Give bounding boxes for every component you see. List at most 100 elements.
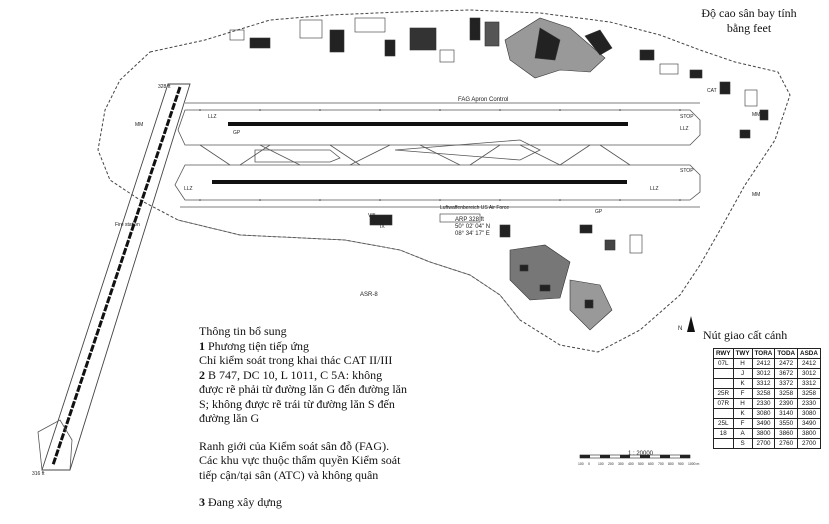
- runway-18-south-end: [37, 419, 73, 471]
- airport-boundary: [97, 9, 791, 353]
- us-airforce-label: Luftwaffenbereich US Air Force: [440, 205, 509, 211]
- llz-label-ne: LLZ: [680, 126, 689, 132]
- note-item-2-num: 2: [199, 367, 205, 382]
- table-cell: 3080: [797, 408, 821, 419]
- note-item-2-line-2: được rẽ phải từ đường lăn G đến đường lă…: [199, 382, 408, 396]
- scale-bar: [579, 454, 691, 459]
- table-cell: 3312: [797, 378, 821, 389]
- table-cell: 2390: [774, 398, 799, 409]
- scale-tick-label: 1000 m: [688, 462, 699, 466]
- scale-tick-label: 200: [608, 462, 614, 466]
- scale-tick-label: 900: [678, 462, 684, 466]
- gp-label-2: GP: [595, 209, 603, 215]
- intersection-title: Nút giao cất cánh: [703, 328, 788, 342]
- table-cell: 3550: [774, 418, 799, 429]
- table-cell: 2330: [751, 398, 776, 409]
- scale-tick-label: 0: [588, 462, 590, 466]
- table-cell: 3672: [774, 368, 799, 379]
- note-item-3-num: 3: [199, 495, 205, 509]
- north-arrow: [687, 316, 695, 332]
- table-cell: 2760: [774, 438, 799, 449]
- note-item-1-text: Chỉ kiểm soát trong khai thác CAT II/III: [199, 353, 393, 367]
- scale-tick-label: 100: [598, 462, 604, 466]
- asr-label: ASR-8: [360, 292, 378, 298]
- table-cell: 3312: [751, 378, 776, 389]
- table-cell: K: [732, 408, 753, 419]
- taxiway-system: [174, 102, 701, 208]
- mm-label-east: MM: [752, 112, 760, 118]
- north-label: N: [678, 326, 682, 332]
- table-cell: 07L: [713, 358, 734, 369]
- note-item-1-title: 1 Phương tiện tiếp ứng: [199, 338, 310, 353]
- runway-07l-25r: [228, 122, 628, 126]
- scale-tick-label: 500: [638, 462, 644, 466]
- perimeter-road: [177, 219, 521, 321]
- table-cell: S: [732, 438, 753, 449]
- arp-line-2: 50° 02' 04" N: [455, 224, 490, 230]
- note-item-2-line-3: S; không được rẽ trái từ đường lăn S đến: [199, 396, 395, 411]
- scale-tick-label: 600: [648, 462, 654, 466]
- table-cell: 2700: [797, 438, 821, 449]
- mm-label-east-2: MM: [752, 192, 760, 198]
- scale-tick-label: 800: [668, 462, 674, 466]
- col-asda: ASDA: [797, 348, 821, 359]
- taxi-lights: [199, 109, 681, 201]
- table-cell: 3490: [797, 418, 821, 429]
- arp-line-3: 08° 34' 17" E: [455, 231, 490, 237]
- table-cell: 3860: [774, 428, 799, 439]
- intersection-header-row: RWY TWY TORA TODA ASDA: [713, 348, 821, 359]
- table-cell: 3258: [774, 388, 799, 399]
- table-cell: K: [732, 378, 753, 389]
- llz-label-sw: LLZ: [184, 186, 193, 192]
- fire-station-label: Fire station: [115, 222, 140, 228]
- col-toda: TODA: [774, 348, 799, 359]
- stop-label-2: STOP: [680, 168, 694, 174]
- runway-07r-25l: [212, 180, 627, 184]
- table-cell: H: [732, 398, 753, 409]
- col-rwy: RWY: [713, 348, 734, 359]
- table-cell: 3490: [751, 418, 776, 429]
- table-cell: [713, 368, 734, 379]
- table-cell: 2700: [751, 438, 776, 449]
- elev-north-label: 328 ft: [158, 84, 171, 90]
- table-cell: F: [732, 388, 753, 399]
- table-cell: 2412: [797, 358, 821, 369]
- table-cell: 07R: [713, 398, 734, 409]
- table-cell: 3800: [751, 428, 776, 439]
- runway-18: [51, 86, 182, 466]
- table-cell: 3372: [774, 378, 799, 389]
- elevation-title-line-1: Độ cao sân bay tính: [701, 6, 797, 20]
- note-fag-line-3: tiếp cận/tại sân (ATC) và không quân: [199, 467, 379, 482]
- table-cell: 3080: [751, 408, 776, 419]
- table-cell: [713, 408, 734, 419]
- note-item-2-line-4: đường lăn G: [199, 411, 260, 425]
- table-cell: 2330: [797, 398, 821, 409]
- table-cell: A: [732, 428, 753, 439]
- notes-panel: Thông tin bổ sung 1 Phương tiện tiếp ứng…: [199, 324, 459, 510]
- table-cell: [713, 378, 734, 389]
- table-cell: H: [732, 358, 753, 369]
- table-cell: 2472: [774, 358, 799, 369]
- scale-label: 1 : 20000: [628, 451, 654, 457]
- arp-line-1: ARP 328 ft: [455, 217, 484, 223]
- table-cell: 25R: [713, 388, 734, 399]
- ix-label: IX: [380, 224, 385, 230]
- col-twy: TWY: [732, 348, 753, 359]
- col-tora: TORA: [751, 348, 776, 359]
- note-fag-line-2: Các khu vực thuộc thẩm quyền Kiểm soát: [199, 453, 401, 467]
- viii-label: VIII: [368, 213, 376, 219]
- south-cargo-area: [369, 213, 643, 331]
- note-fag-line-1: Ranh giới của Kiểm soát sân đỗ (FAG).: [199, 438, 390, 453]
- stop-label-1: STOP: [680, 114, 694, 120]
- table-cell: 2412: [751, 358, 776, 369]
- gp-label-1: GP: [233, 130, 241, 136]
- table-cell: 3258: [751, 388, 776, 399]
- note-item-1-num: 1: [199, 338, 205, 353]
